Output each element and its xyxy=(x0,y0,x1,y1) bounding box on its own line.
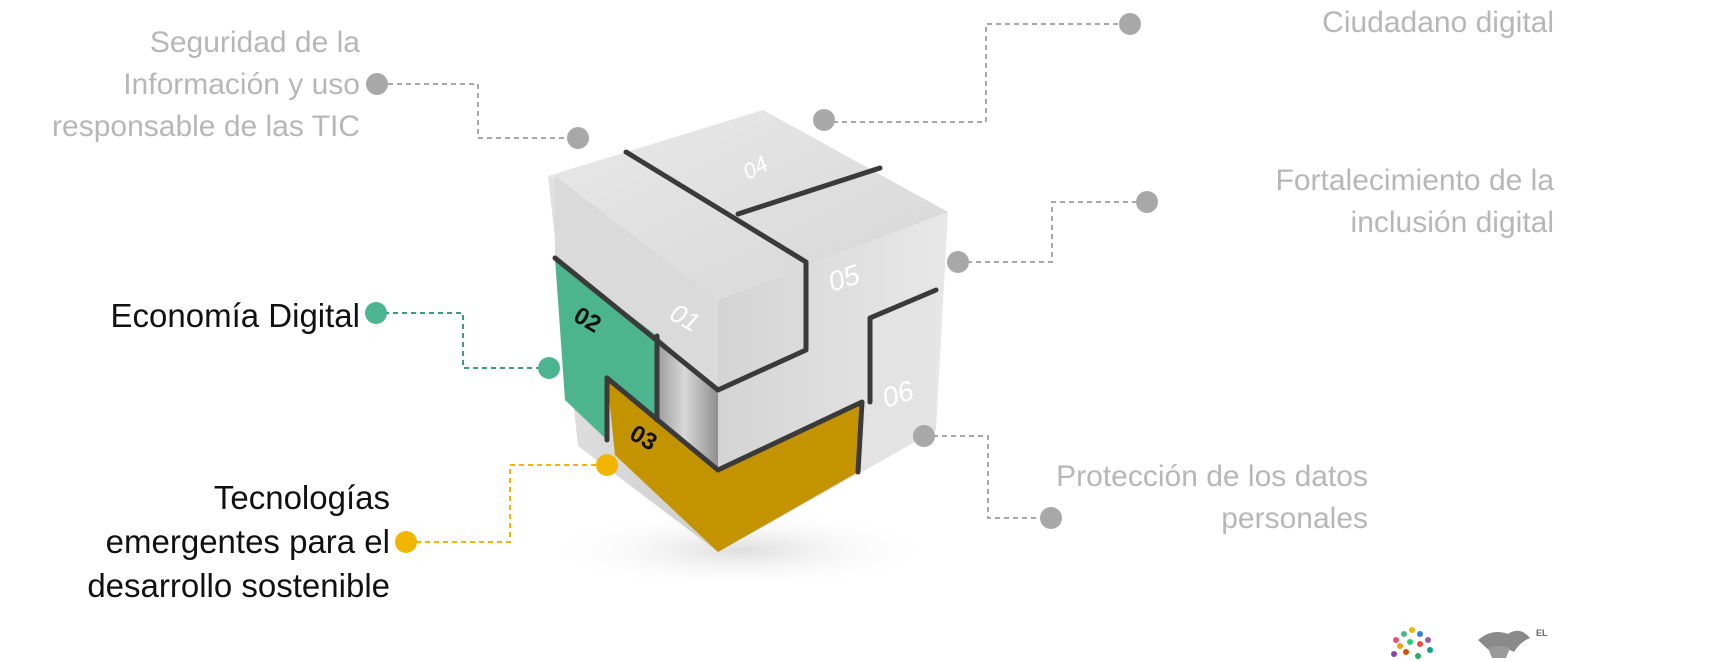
connector-economia xyxy=(384,312,548,369)
recess-edge xyxy=(656,418,719,472)
logo-text: EL xyxy=(1536,628,1548,638)
label-seguridad: Seguridad de la Información y uso respon… xyxy=(52,26,360,143)
dot-economia-label xyxy=(365,302,387,324)
dot-proteccion-label xyxy=(1040,507,1062,529)
connector-seguridad xyxy=(388,83,578,139)
dot-economia-cube xyxy=(538,357,560,379)
cube-top-face xyxy=(548,110,948,300)
dot-tecnologias-label xyxy=(395,531,417,553)
block-01-front xyxy=(555,176,718,390)
dot-seguridad-cube xyxy=(567,127,589,149)
connector-ciudadano xyxy=(824,23,1128,123)
block-06-face xyxy=(862,290,936,472)
block-03-gold-right xyxy=(718,402,862,552)
connector-proteccion xyxy=(924,435,1050,519)
connector-tecnologias xyxy=(416,464,607,543)
label-ciudadano: Ciudadano digital xyxy=(1322,6,1554,39)
label-tecnologias: Tecnologías emergentes para el desarroll… xyxy=(87,479,390,604)
inner-recess xyxy=(657,336,718,470)
block-02-green xyxy=(555,258,657,440)
label-fortalecimiento: Fortalecimiento de la inclusión digital xyxy=(1275,164,1554,239)
label-proteccion: Protección de los datos personales xyxy=(1056,460,1368,535)
dot-tecnologias-cube xyxy=(596,454,618,476)
dot-fortalecimiento-cube xyxy=(947,251,969,273)
label-economia-digital: Economía Digital xyxy=(110,297,360,334)
connector-fortalecimiento xyxy=(958,201,1146,263)
dot-seguridad-label xyxy=(366,73,388,95)
logo-colorful-emblem xyxy=(1391,627,1433,659)
dot-proteccion-cube xyxy=(913,425,935,447)
block-03-gold-left xyxy=(607,378,718,552)
dot-ciudadano-label xyxy=(1119,13,1141,35)
dot-ciudadano-cube xyxy=(813,109,835,131)
logo-eagle-emblem xyxy=(1478,630,1530,658)
dot-fortalecimiento-label xyxy=(1136,191,1158,213)
cube-shadow xyxy=(540,510,940,590)
